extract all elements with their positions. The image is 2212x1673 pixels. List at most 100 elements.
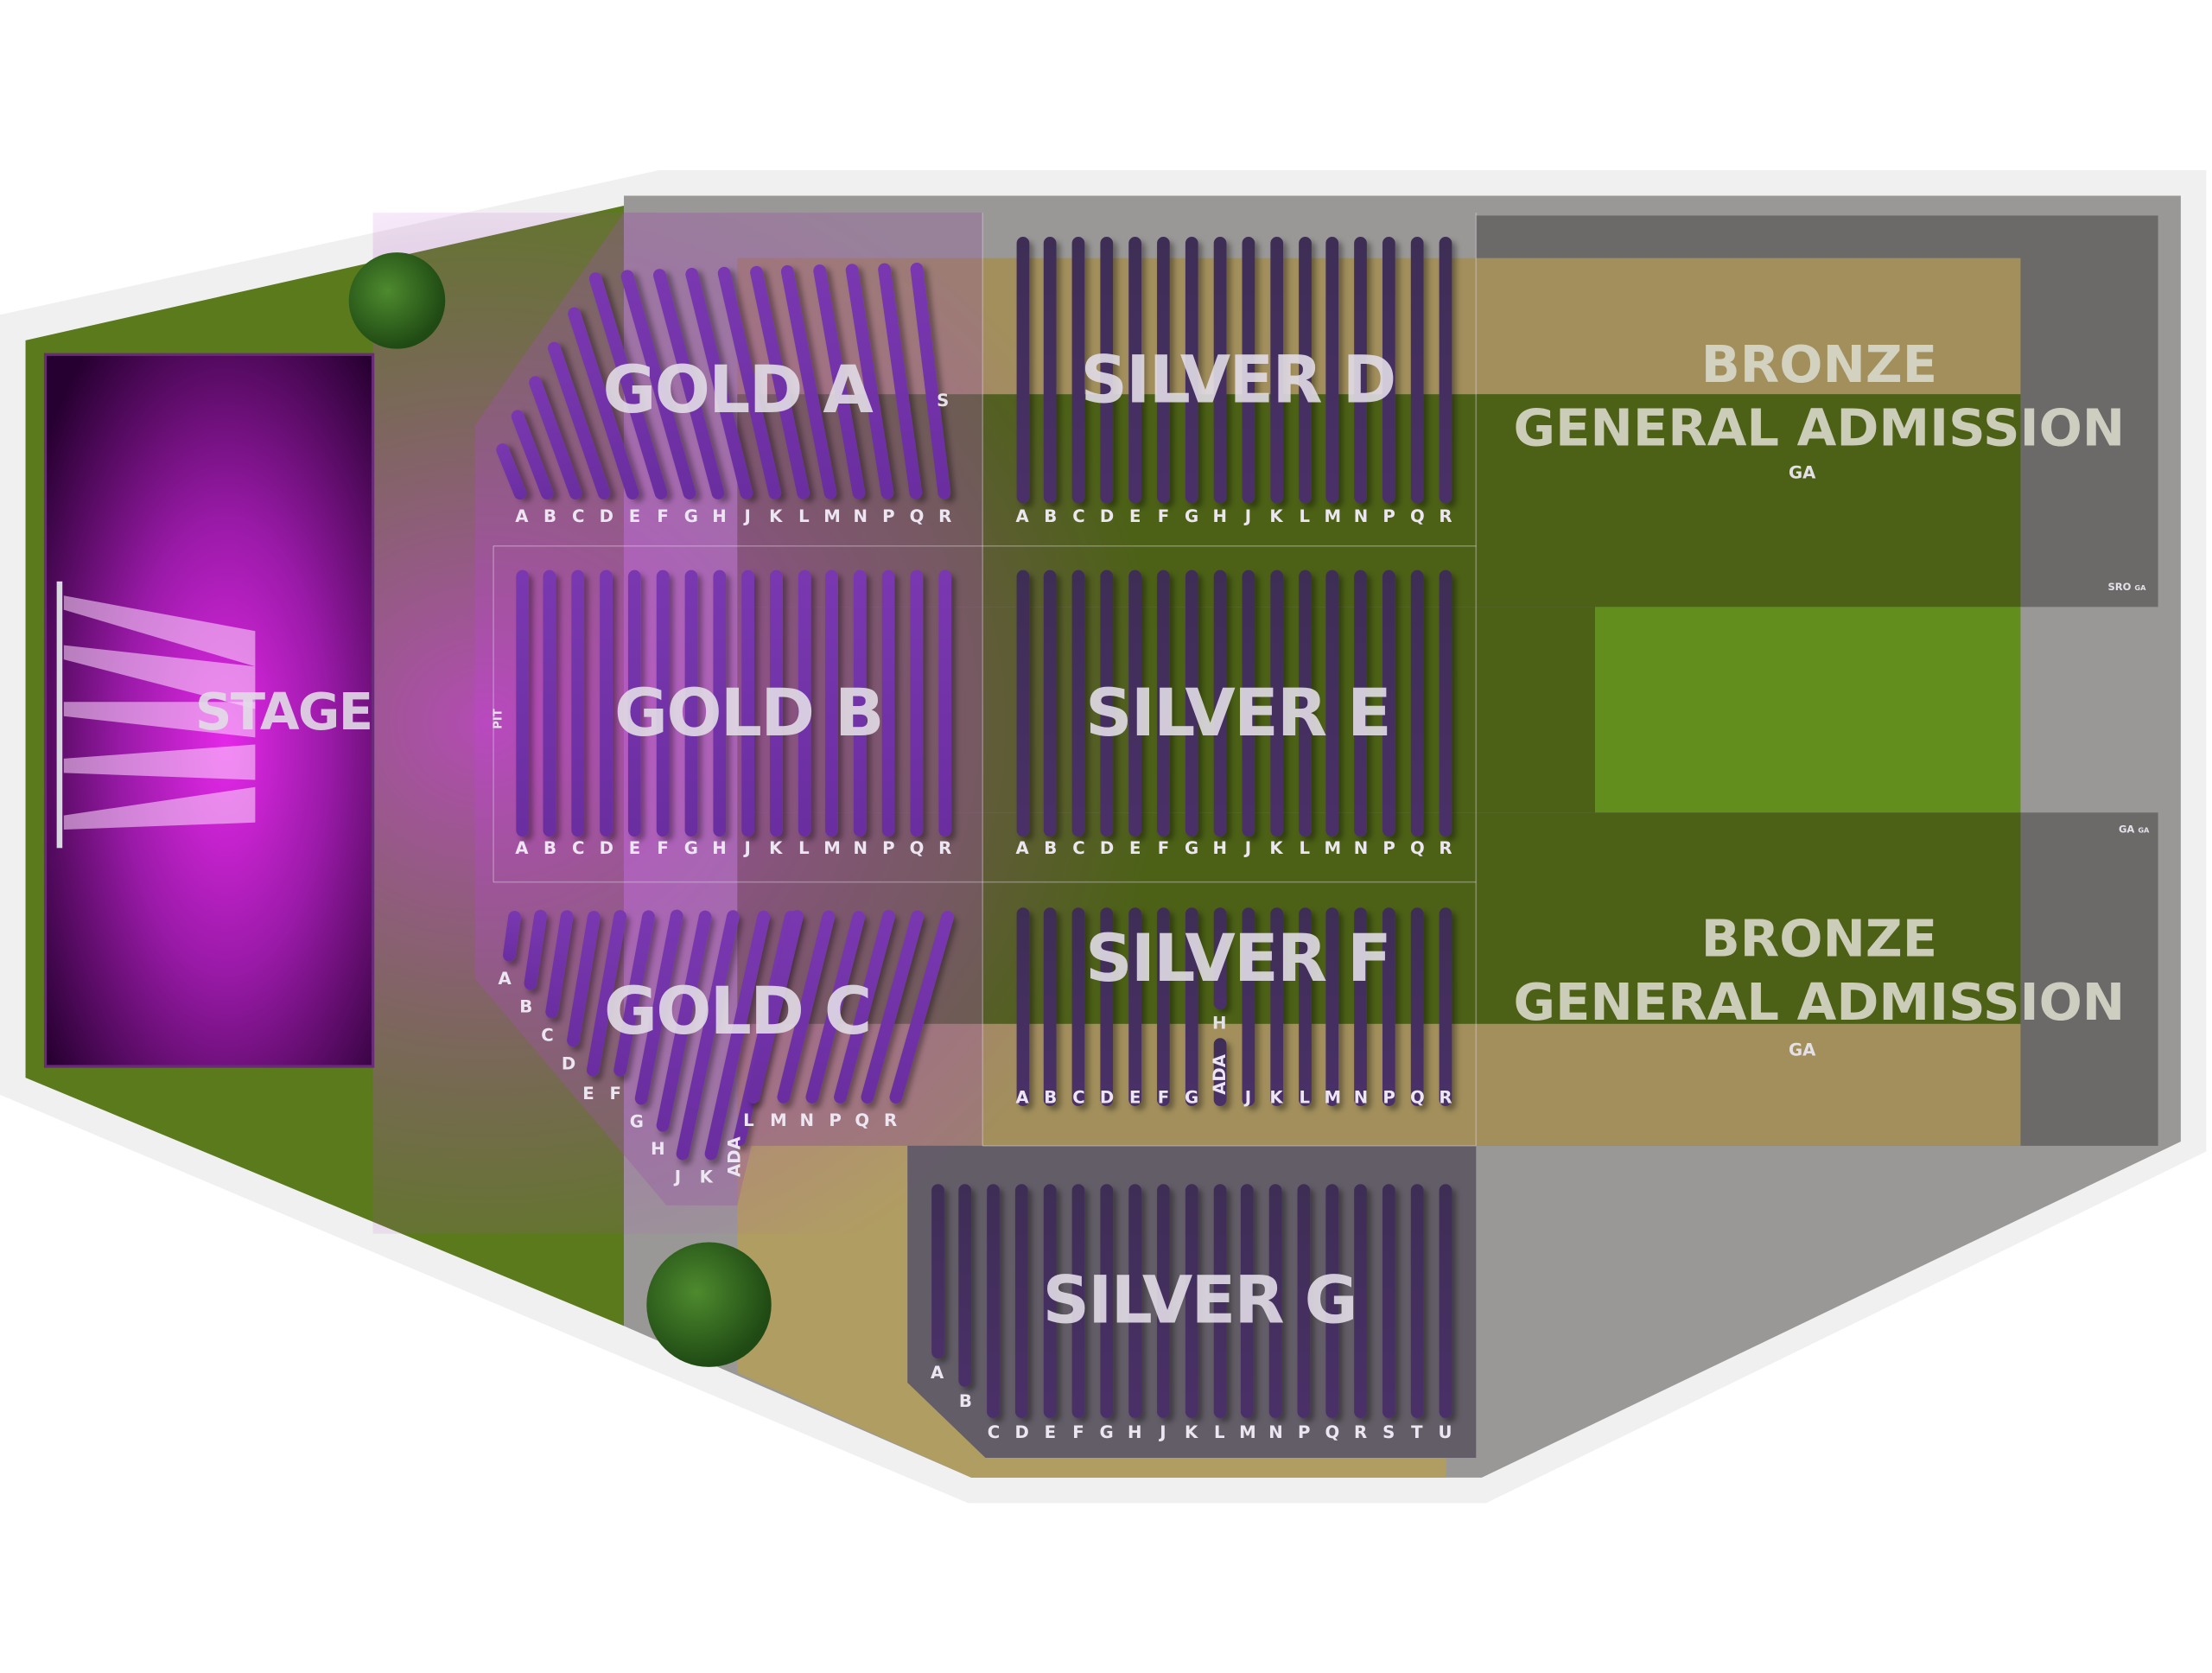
silver-d-row-Q[interactable]: [1410, 237, 1424, 504]
silver-e-row-K[interactable]: [1269, 569, 1283, 837]
silver-g-row-F[interactable]: [1071, 1184, 1085, 1418]
gold-b-row-A[interactable]: [515, 569, 529, 837]
gold-b-row-N[interactable]: [854, 569, 868, 837]
gold-b-row-H[interactable]: [713, 569, 726, 837]
silver-f-row-F[interactable]: [1157, 907, 1170, 1106]
silver-f-row-A[interactable]: [1015, 907, 1029, 1106]
gold-b-row-C[interactable]: [571, 569, 585, 837]
silver-d-row-P[interactable]: [1382, 237, 1396, 504]
silver-d-row-J[interactable]: [1242, 237, 1255, 504]
silver-e-row-B[interactable]: [1044, 569, 1058, 837]
silver-f-row-C[interactable]: [1072, 907, 1085, 1106]
gold-b-row-Q[interactable]: [910, 569, 924, 837]
silver-f-row-J[interactable]: [1242, 907, 1255, 1106]
silver-g-row-Q[interactable]: [1325, 1184, 1339, 1418]
gold-b-row-B[interactable]: [543, 569, 556, 837]
silver-e-row-Q[interactable]: [1410, 569, 1424, 837]
silver-g-row-U[interactable]: [1439, 1184, 1452, 1418]
section-bronze-bottom-line1[interactable]: BRONZE: [1700, 910, 1938, 970]
silver-e-row-J[interactable]: [1242, 569, 1255, 837]
silver-d-row-L[interactable]: [1298, 237, 1312, 504]
section-silver-f[interactable]: SILVER F: [1085, 919, 1392, 997]
silver-e-row-label: D: [1099, 837, 1115, 858]
silver-d-row-N[interactable]: [1354, 237, 1368, 504]
silver-g-row-L[interactable]: [1212, 1184, 1226, 1418]
section-gold-a[interactable]: GOLD A: [602, 351, 873, 429]
silver-e-row-E[interactable]: [1128, 569, 1142, 837]
silver-e-row-F[interactable]: [1157, 569, 1170, 837]
silver-g-row-T[interactable]: [1410, 1184, 1424, 1418]
silver-g-row-R[interactable]: [1354, 1184, 1367, 1418]
silver-e-row-C[interactable]: [1072, 569, 1085, 837]
silver-d-row-D[interactable]: [1100, 237, 1114, 504]
silver-e-row-L[interactable]: [1298, 569, 1312, 837]
silver-g-row-A[interactable]: [931, 1184, 944, 1359]
silver-d-row-M[interactable]: [1325, 237, 1339, 504]
silver-f-row-B[interactable]: [1044, 907, 1058, 1106]
silver-f-row-R[interactable]: [1439, 907, 1452, 1106]
silver-e-row-A[interactable]: [1015, 569, 1029, 837]
section-bronze-bottom-line2[interactable]: GENERAL ADMISSION: [1513, 974, 2126, 1033]
silver-g-row-D[interactable]: [1015, 1184, 1029, 1418]
silver-d-row-G[interactable]: [1185, 237, 1198, 504]
section-bronze-top-line2[interactable]: GENERAL ADMISSION: [1513, 400, 2126, 459]
gold-b-row-P[interactable]: [882, 569, 895, 837]
silver-e-row-D[interactable]: [1100, 569, 1114, 837]
silver-d-row-A[interactable]: [1015, 237, 1029, 504]
silver-d-row-E[interactable]: [1128, 237, 1142, 504]
silver-g-row-J[interactable]: [1156, 1184, 1170, 1418]
gold-b-row-M[interactable]: [825, 569, 839, 837]
silver-f-row-K[interactable]: [1269, 907, 1283, 1106]
silver-g-row-H[interactable]: [1128, 1184, 1141, 1418]
gold-b-row-J[interactable]: [741, 569, 754, 837]
silver-e-row-M[interactable]: [1325, 569, 1339, 837]
silver-e-row-P[interactable]: [1382, 569, 1396, 837]
section-gold-c[interactable]: GOLD C: [603, 972, 872, 1049]
section-silver-g[interactable]: SILVER G: [1042, 1262, 1358, 1339]
silver-g-row-S[interactable]: [1382, 1184, 1395, 1418]
gold-b-row-G[interactable]: [684, 569, 698, 837]
silver-f-row-P[interactable]: [1382, 907, 1396, 1106]
silver-d-row-C[interactable]: [1072, 237, 1085, 504]
silver-e-row-H[interactable]: [1213, 569, 1227, 837]
silver-d-row-K[interactable]: [1269, 237, 1283, 504]
silver-g-row-label: E: [1044, 1422, 1057, 1442]
gold-b-row-E[interactable]: [628, 569, 641, 837]
gold-b-row-F[interactable]: [656, 569, 670, 837]
silver-f-row-Q[interactable]: [1410, 907, 1424, 1106]
silver-f-row-N[interactable]: [1354, 907, 1368, 1106]
gold-b-row-L[interactable]: [798, 569, 810, 837]
silver-e-row-G[interactable]: [1185, 569, 1198, 837]
silver-e-row-R[interactable]: [1439, 569, 1452, 837]
section-gold-b[interactable]: GOLD B: [614, 674, 885, 752]
silver-g-row-N[interactable]: [1269, 1184, 1282, 1418]
silver-d-row-H[interactable]: [1213, 237, 1227, 504]
silver-g-row-P[interactable]: [1297, 1184, 1311, 1418]
silver-f-row-H[interactable]: [1213, 907, 1227, 1010]
silver-g-row-G[interactable]: [1100, 1184, 1114, 1418]
silver-g-row-label: G: [1099, 1422, 1114, 1442]
silver-f-row-G[interactable]: [1185, 907, 1198, 1106]
gold-c-row-label: K: [699, 1167, 713, 1187]
silver-d-row-R[interactable]: [1439, 237, 1452, 504]
silver-g-row-M[interactable]: [1241, 1184, 1255, 1418]
silver-d-row-F[interactable]: [1157, 237, 1170, 504]
silver-f-row-D[interactable]: [1100, 907, 1114, 1106]
silver-f-row-M[interactable]: [1325, 907, 1339, 1106]
section-silver-d[interactable]: SILVER D: [1080, 340, 1397, 418]
gold-b-row-D[interactable]: [600, 569, 613, 837]
silver-g-row-E[interactable]: [1043, 1184, 1057, 1418]
silver-g-row-C[interactable]: [987, 1184, 1001, 1418]
silver-e-row-N[interactable]: [1354, 569, 1368, 837]
silver-g-row-K[interactable]: [1185, 1184, 1198, 1418]
silver-f-row-E[interactable]: [1128, 907, 1142, 1106]
section-silver-e[interactable]: SILVER E: [1085, 674, 1392, 752]
silver-f-row-ADA[interactable]: [1213, 1038, 1227, 1106]
gold-b-row-R[interactable]: [938, 569, 952, 837]
silver-d-row-B[interactable]: [1044, 237, 1058, 504]
silver-d-row-label: R: [1439, 506, 1452, 526]
silver-f-row-L[interactable]: [1298, 907, 1312, 1106]
section-bronze-top-line1[interactable]: BRONZE: [1700, 336, 1938, 395]
silver-g-row-B[interactable]: [958, 1184, 972, 1387]
gold-b-row-K[interactable]: [769, 569, 783, 837]
